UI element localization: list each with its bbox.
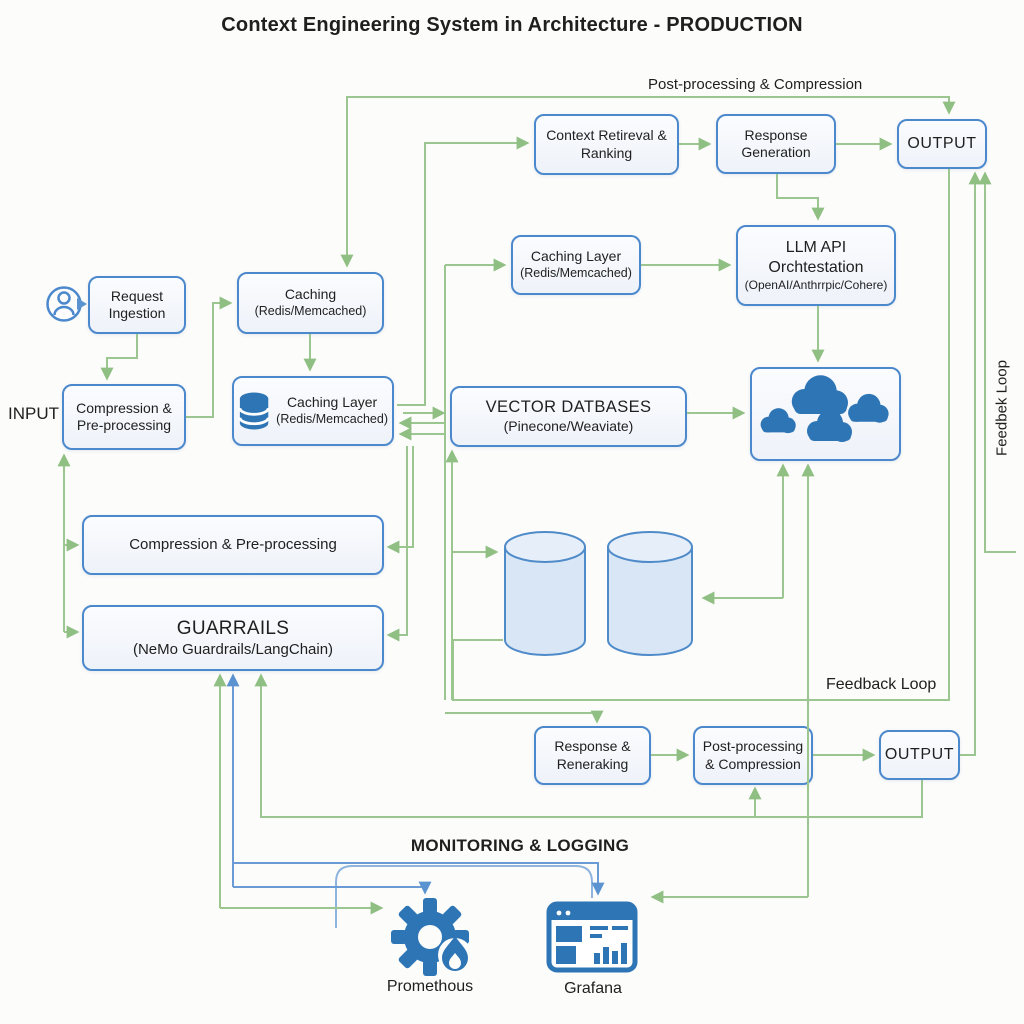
page-title: Context Engineering System in Architectu… — [221, 14, 803, 36]
node-post-processing-compression: Post-processing & Compression — [693, 726, 813, 785]
node-title: Context Retireval & Ranking — [546, 127, 667, 161]
gear-flame-icon — [388, 896, 482, 982]
node-title: Compression & Pre-processing — [129, 535, 337, 553]
node-output-top: OUTPUT — [897, 119, 987, 169]
node-subtitle: (NeMo Guardrails/LangChain) — [132, 640, 334, 658]
node-title: Caching — [284, 286, 337, 303]
node-title: Caching Layer — [530, 248, 622, 265]
node-subtitle: (OpenAI/Anthrrpic/Cohere) — [744, 278, 888, 292]
monitoring-logging-label: MONITORING & LOGGING — [410, 836, 630, 855]
prometheus-label: Promethous — [386, 978, 474, 995]
feedback-loop-label: Feedback Loop — [826, 676, 937, 693]
feedback-loop-vertical-label: Feedbek Loop — [993, 360, 1011, 456]
node-response-reranking: Response & Reneraking — [534, 726, 651, 785]
node-request-ingestion: Request Ingestion — [88, 276, 186, 334]
grafana-label: Grafana — [564, 980, 622, 997]
node-title: Request Ingestion — [108, 287, 166, 322]
node-title: Caching Layer — [286, 394, 378, 411]
node-cloud-cluster — [750, 367, 901, 461]
node-title: Post-processing & Compression — [702, 738, 804, 772]
dashboard-icon — [546, 901, 638, 973]
post-processing-top-label: Post-processing & Compression — [648, 76, 863, 93]
node-compression-preprocessing: Compression & Pre-processing — [62, 384, 186, 450]
node-caching-layer-2: Caching Layer (Redis/Memcached) — [511, 235, 641, 295]
node-guardrails: GUARRAILS (NeMo Guardrails/LangChain) — [82, 605, 384, 671]
node-subtitle: (Redis/Memcached) — [276, 411, 388, 426]
node-caching: Caching (Redis/Memcached) — [237, 272, 384, 334]
node-output-bottom: OUTPUT — [879, 730, 960, 780]
node-context-retrieval: Context Retireval & Ranking — [534, 114, 679, 175]
cloud-cluster-icon — [760, 375, 889, 442]
database-cylinders-icon — [498, 522, 698, 670]
node-title: Response Generation — [741, 126, 811, 161]
database-icon — [238, 392, 270, 430]
node-title: Response & Reneraking — [554, 738, 631, 772]
node-title: OUTPUT — [884, 746, 955, 763]
node-title: VECTOR DATBASES — [485, 398, 652, 417]
node-subtitle: (Redis/Memcached) — [520, 265, 632, 280]
node-compression-preprocessing-wide: Compression & Pre-processing — [82, 515, 384, 575]
node-title: GUARRAILS — [176, 617, 290, 639]
node-title: Compression & Pre-processing — [76, 399, 172, 434]
node-subtitle: (Redis/Memcached) — [254, 303, 367, 318]
node-caching-layer-db: Caching Layer (Redis/Memcached) — [232, 376, 394, 446]
green-connectors — [57, 96, 1016, 915]
node-subtitle: (Pinecone/Weaviate) — [503, 418, 634, 435]
input-label: INPUT — [8, 404, 59, 423]
user-icon — [44, 284, 88, 324]
node-response-generation: Response Generation — [716, 114, 836, 174]
node-title: LLM API Orchtestation — [768, 239, 864, 276]
node-title: OUTPUT — [907, 135, 977, 152]
node-vector-databases: VECTOR DATBASES (Pinecone/Weaviate) — [450, 386, 687, 447]
node-llm-api-orchestration: LLM API Orchtestation (OpenAI/Anthrrpic/… — [736, 225, 896, 306]
